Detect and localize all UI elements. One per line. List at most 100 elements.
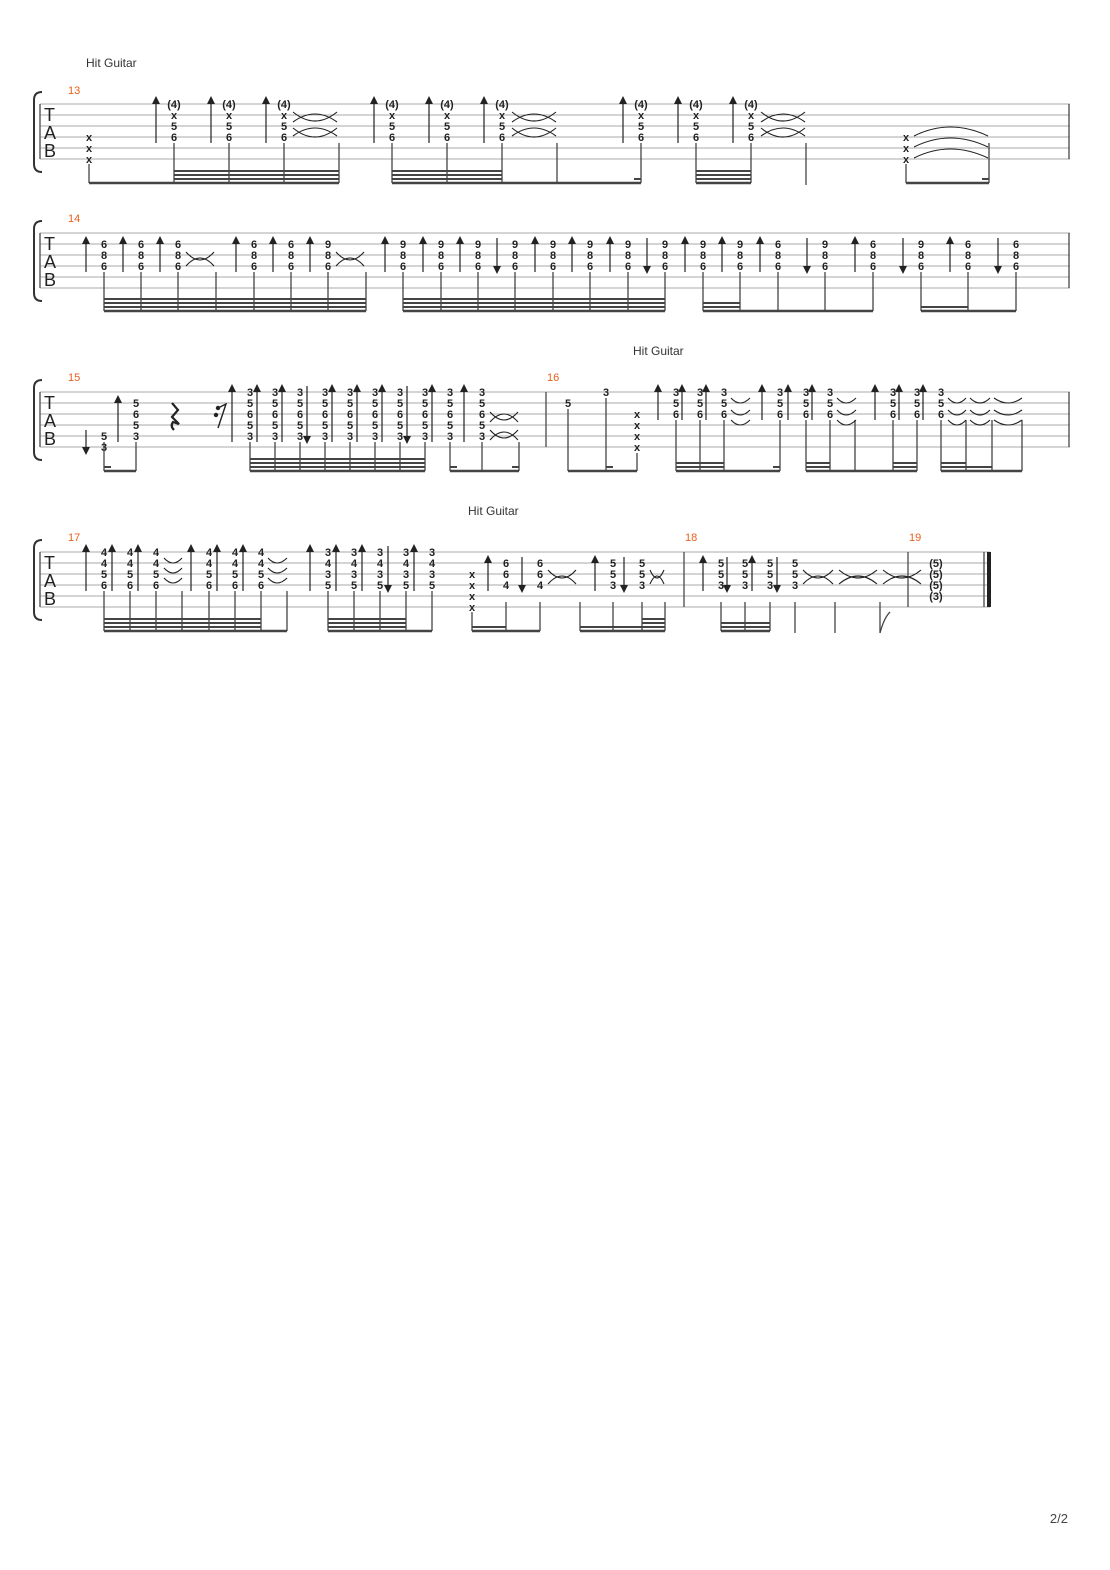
barlines [39,104,1070,159]
fret-number: 3 [447,431,453,443]
fret-number: 8 [700,250,706,262]
fret-number: 8 [1013,250,1019,262]
fret-number: (4) [222,99,236,111]
fret-number: 6 [870,239,876,251]
tab-clef-b: B [44,589,56,609]
ties [185,251,365,267]
fret-number: 5 [389,121,395,133]
fret-number: 3 [372,387,378,399]
measure-number: 19 [909,532,921,544]
system-1: Hit Guitar 13 T A B xxx(4)x56(4)x56(4)x5… [33,56,1070,185]
downstroke-arrow-icon [303,436,311,444]
fret-number: 3 [322,431,328,443]
fret-number: (4) [167,99,181,111]
fret-number: 5 [938,398,944,410]
fret-number: 5 [697,398,703,410]
fret-number: 5 [206,569,212,581]
upstroke-arrow-icon [480,96,488,104]
fret-number: 5 [447,398,453,410]
upstroke-arrow-icon [269,236,277,244]
fret-number: 6 [777,409,783,421]
upstroke-arrow-icon [152,96,160,104]
fret-number: 5 [377,580,383,592]
fret-number: 3 [351,569,357,581]
system-brace [33,220,43,302]
fret-number: 5 [101,431,107,443]
fret-number: 4 [325,558,332,570]
downstroke-arrow-icon [493,266,501,274]
fret-number: x [171,110,178,122]
tab-clef-a: A [44,571,56,591]
fret-number: 3 [297,431,303,443]
fret-number: x [748,110,755,122]
fret-number: 3 [697,387,703,399]
fret-number: 8 [251,250,257,262]
fret-number: 5 [322,420,328,432]
fret-number: 3 [377,569,383,581]
fret-number: 6 [397,409,403,421]
upstroke-arrow-icon [851,236,859,244]
fret-number: 3 [325,547,331,559]
fret-number: 8 [625,250,631,262]
upstroke-arrow-icon [919,384,927,392]
fret-number: 6 [1013,239,1019,251]
fret-number: 6 [288,261,294,273]
fret-number: 6 [325,261,331,273]
rests [170,402,228,431]
fret-number: 6 [693,132,699,144]
fret-number: 3 [447,387,453,399]
fret-number: (4) [689,99,703,111]
fret-number: 5 [351,580,357,592]
fret-number: 6 [127,580,133,592]
measure-number: 14 [68,213,80,225]
fret-number: 9 [918,239,924,251]
fret-number: 6 [537,558,543,570]
fret-number: 5 [297,420,303,432]
fret-number: 9 [512,239,518,251]
upstroke-arrow-icon [484,555,492,563]
fret-number: 5 [827,398,833,410]
upstroke-arrow-icon [606,236,614,244]
upstroke-arrow-icon [871,384,879,392]
fret-number: 3 [479,387,485,399]
fret-number: 5 [226,121,232,133]
fret-number: 5 [272,398,278,410]
fret-number: 6 [101,239,107,251]
upstroke-arrow-icon [681,236,689,244]
fret-number: (4) [440,99,454,111]
upstroke-arrow-icon [119,236,127,244]
upstroke-arrow-icon [946,236,954,244]
tab-clef-t: T [44,234,55,254]
upstroke-arrow-icon [328,384,336,392]
tab-staff-lines [40,551,990,608]
tab-clef-a: A [44,252,56,272]
fret-number: 6 [965,261,971,273]
upstroke-arrow-icon [207,96,215,104]
part-label: Hit Guitar [633,344,684,358]
fret-number: 3 [890,387,896,399]
downstroke-arrow-icon [803,266,811,274]
fret-number: 3 [422,431,428,443]
fret-number: 5 [447,420,453,432]
barlines [39,392,1070,447]
fret-number: 5 [247,420,253,432]
fret-number: 4 [537,580,544,592]
fret-number: 6 [914,409,920,421]
fret-number: 8 [870,250,876,262]
upstroke-arrow-icon [262,96,270,104]
sixteenth-rest [213,402,228,429]
fret-number: x [903,143,910,155]
upstroke-arrow-icon [228,384,236,392]
fret-number: 4 [206,558,213,570]
fret-number: 5 [610,558,616,570]
fret-number: 8 [587,250,593,262]
fret-number: 8 [138,250,144,262]
fret-number: 6 [479,409,485,421]
fret-number: 3 [767,580,773,592]
fret-number: 6 [748,132,754,144]
upstroke-arrow-icon [410,544,418,552]
upstroke-arrow-icon [419,236,427,244]
fret-number: 6 [281,132,287,144]
fret-number: 5 [429,580,435,592]
